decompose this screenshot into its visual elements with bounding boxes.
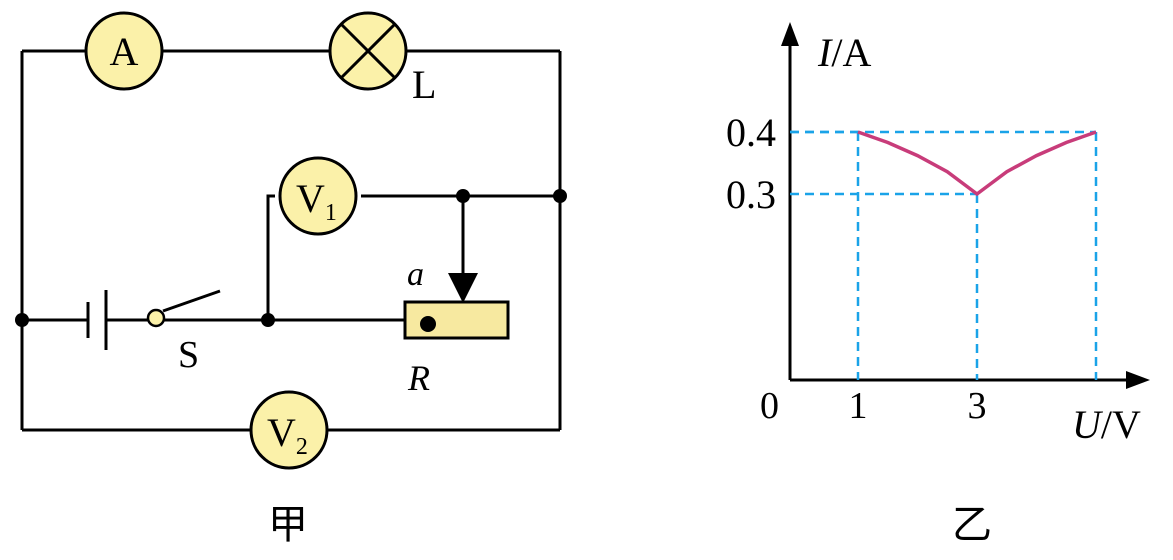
y-axis-arrow-icon bbox=[781, 22, 799, 46]
circuit-diagram bbox=[20, 49, 562, 432]
x-tick-label: 3 bbox=[968, 385, 987, 427]
y-tick-label: 0.3 bbox=[726, 172, 776, 217]
y-tick-label: 0.4 bbox=[726, 110, 776, 155]
circuit-caption: 甲 bbox=[268, 502, 308, 548]
x-tick-label: 1 bbox=[849, 385, 868, 427]
ammeter-icon: A bbox=[84, 11, 164, 91]
x-axis-arrow-icon bbox=[1126, 371, 1150, 389]
voltmeter-1-letter: V bbox=[296, 176, 325, 221]
svg-text:V1: V1 bbox=[296, 176, 337, 226]
battery-icon bbox=[86, 290, 108, 350]
switch-icon[interactable] bbox=[146, 289, 221, 328]
voltmeter-1-icon: V1 bbox=[278, 156, 358, 236]
x-axis-label-var: U bbox=[1072, 402, 1104, 447]
voltmeter-1-sub: 1 bbox=[325, 200, 337, 226]
x-axis-label: U/V bbox=[1072, 402, 1141, 447]
slider-label: a bbox=[407, 256, 424, 293]
voltmeter-2-sub: 2 bbox=[296, 434, 308, 460]
voltmeter-2-letter: V bbox=[267, 410, 296, 455]
voltmeter-2-icon: V2 bbox=[249, 390, 329, 470]
origin-label: 0 bbox=[760, 385, 779, 427]
graph-caption: 乙 bbox=[952, 502, 992, 548]
lamp-label: L bbox=[412, 62, 436, 107]
resistor-label: R bbox=[407, 358, 430, 398]
switch-label: S bbox=[178, 334, 199, 376]
lamp-icon bbox=[328, 11, 408, 91]
junction-dot bbox=[261, 313, 275, 327]
y-axis-label: I/A bbox=[817, 30, 871, 75]
guide-lines bbox=[790, 130, 1098, 380]
y-axis-label-unit: /A bbox=[831, 30, 871, 75]
iv-graph: I/A U/V 0 0.3 0.4 1 3 bbox=[726, 22, 1150, 447]
junction-dot bbox=[15, 313, 29, 327]
junction-dot bbox=[553, 189, 567, 203]
junction-dot bbox=[456, 189, 470, 203]
rheostat-body bbox=[403, 300, 510, 340]
y-axis-label-var: I bbox=[817, 30, 833, 75]
svg-text:V2: V2 bbox=[267, 410, 308, 460]
junction-dots bbox=[15, 189, 567, 327]
x-axis-label-unit: /V bbox=[1101, 402, 1141, 447]
rheostat-terminal-dot bbox=[420, 316, 436, 332]
iv-curve bbox=[857, 130, 1097, 197]
ammeter-label: A bbox=[110, 29, 139, 74]
